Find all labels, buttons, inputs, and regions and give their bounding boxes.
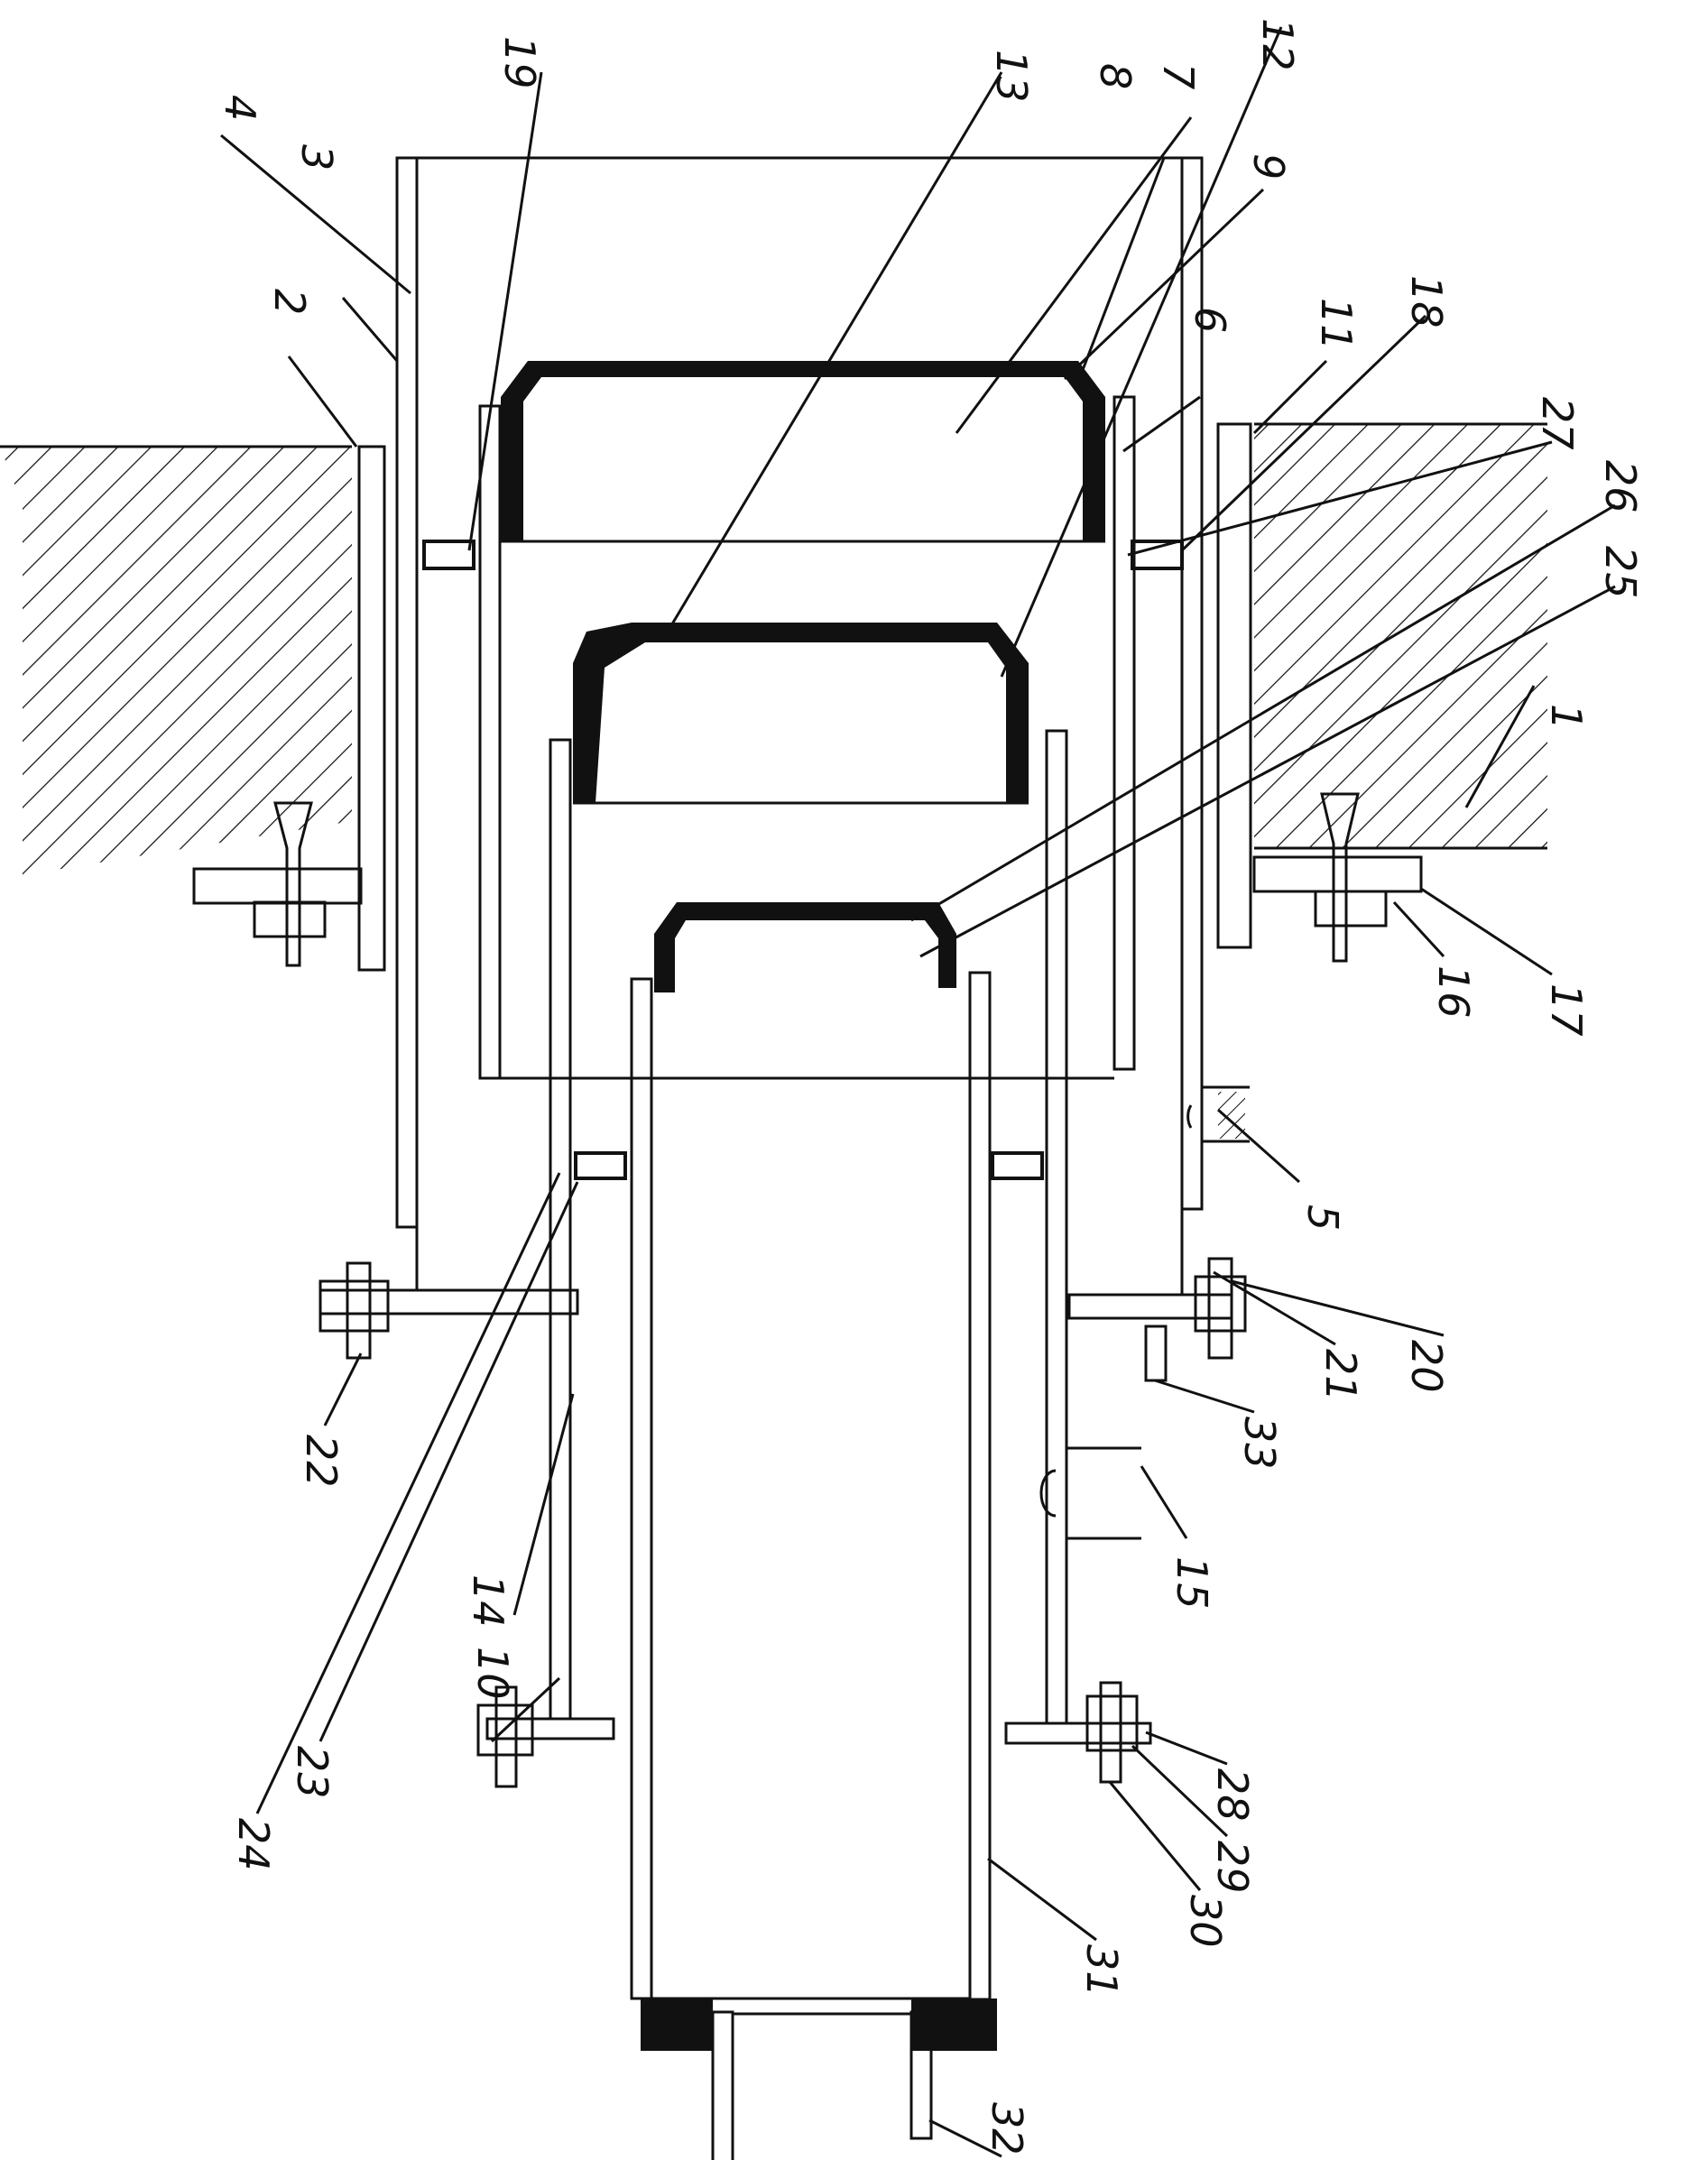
label-12: 12 xyxy=(1253,18,1302,71)
bottom-outlet xyxy=(641,1998,997,2160)
labels: 1 2 3 4 5 6 7 8 9 10 11 12 13 14 15 16 1… xyxy=(216,18,1645,2155)
label-24: 24 xyxy=(229,1818,278,1871)
label-6: 6 xyxy=(1186,307,1234,333)
label-14: 14 xyxy=(464,1574,512,1628)
label-1: 1 xyxy=(1542,704,1591,730)
bolts xyxy=(320,1259,1245,1786)
label-16: 16 xyxy=(1429,965,1478,1019)
label-3: 3 xyxy=(292,144,341,171)
label-17: 17 xyxy=(1542,983,1591,1037)
label-32: 32 xyxy=(983,2102,1031,2155)
label-4: 4 xyxy=(216,95,264,121)
label-9: 9 xyxy=(1244,153,1293,180)
label-13: 13 xyxy=(987,50,1036,103)
label-22: 22 xyxy=(297,1435,346,1488)
piston-12 xyxy=(573,623,1029,803)
inner-pipe-31 xyxy=(632,973,990,1999)
label-25: 25 xyxy=(1596,546,1645,599)
label-10: 10 xyxy=(468,1647,517,1700)
label-18: 18 xyxy=(1402,275,1451,328)
label-23: 23 xyxy=(288,1746,337,1799)
inner-pipe-10 xyxy=(487,731,1150,1743)
piston-7 xyxy=(501,361,1105,541)
embedded-sleeve xyxy=(359,424,1251,970)
leader-lines xyxy=(221,27,1615,2156)
label-8: 8 xyxy=(1091,63,1140,89)
label-20: 20 xyxy=(1402,1340,1451,1393)
label-21: 21 xyxy=(1316,1349,1365,1402)
piston-25 xyxy=(654,902,956,992)
seal-ring xyxy=(424,541,1182,568)
label-29: 29 xyxy=(1208,1841,1257,1894)
outer-pipe xyxy=(320,158,1250,1318)
label-11: 11 xyxy=(1312,298,1361,351)
label-5: 5 xyxy=(1298,1205,1347,1231)
ground-structure xyxy=(0,424,1547,875)
label-31: 31 xyxy=(1077,1944,1126,1998)
label-26: 26 xyxy=(1596,460,1645,513)
label-27: 27 xyxy=(1533,397,1582,450)
label-7: 7 xyxy=(1154,63,1203,89)
label-2: 2 xyxy=(265,289,314,315)
label-33: 33 xyxy=(1235,1417,1284,1470)
seal-ring-lower xyxy=(576,1153,1042,1178)
label-30: 30 xyxy=(1181,1895,1230,1948)
label-19: 19 xyxy=(495,36,544,89)
mounting-flange xyxy=(194,794,1421,965)
label-15: 15 xyxy=(1168,1556,1216,1610)
label-28: 28 xyxy=(1208,1768,1257,1822)
